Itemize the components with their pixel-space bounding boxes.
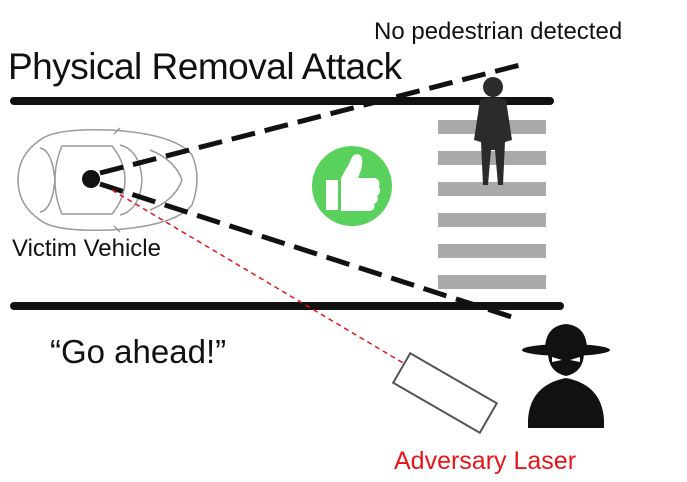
car-icon bbox=[17, 127, 198, 233]
victim-vehicle-label: Victim Vehicle bbox=[12, 235, 161, 262]
field-of-view bbox=[99, 62, 521, 321]
speech-text: “Go ahead!” bbox=[50, 333, 227, 370]
diagram-title: Physical Removal Attack bbox=[8, 46, 402, 87]
pedestrian-icon bbox=[474, 77, 512, 185]
laser-device-icon bbox=[391, 351, 499, 435]
detection-result-text: No pedestrian detected bbox=[374, 18, 623, 45]
laser-beam bbox=[111, 189, 416, 371]
thumbs-up-icon bbox=[312, 146, 392, 226]
attacker-icon bbox=[522, 324, 610, 428]
adversary-laser-label: Adversary Laser bbox=[394, 447, 577, 475]
camera-lidar-icon bbox=[82, 170, 100, 188]
